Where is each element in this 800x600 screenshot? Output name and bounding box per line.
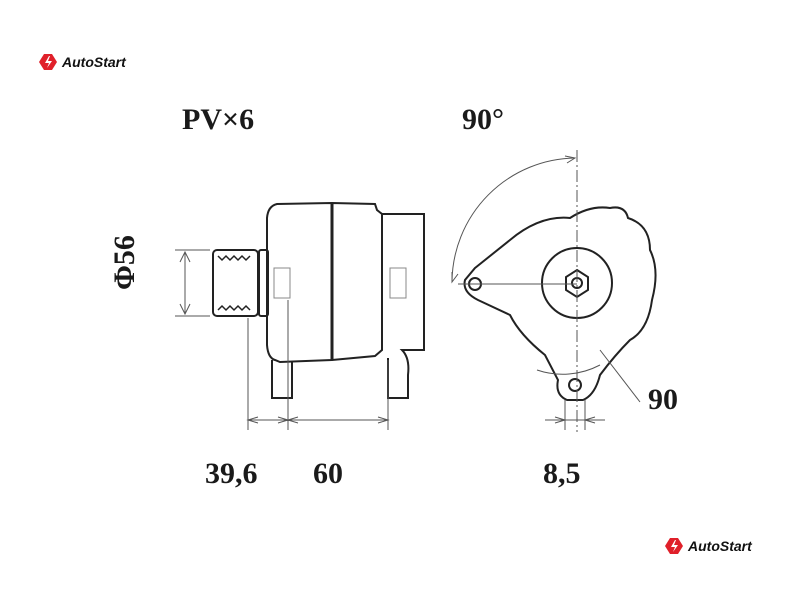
hole-dimension: 8,5 xyxy=(543,457,581,490)
gear-bolt-icon xyxy=(665,538,683,554)
front-view xyxy=(451,150,657,432)
dimension-lines xyxy=(175,249,390,430)
pulley-grooves xyxy=(217,254,251,312)
pulley xyxy=(212,249,259,317)
side-view xyxy=(175,201,425,430)
mount-hole-bottom xyxy=(568,378,582,392)
brand-name: AutoStart xyxy=(62,54,126,70)
belt-profile-label: PV×6 xyxy=(182,103,255,136)
housing-outline xyxy=(266,201,383,364)
left-foot xyxy=(271,360,293,399)
gear-bolt-icon xyxy=(39,54,57,70)
radius-dimension: 90 xyxy=(648,383,678,416)
mount-spacing-dimension: 60 xyxy=(313,457,343,490)
end-cap xyxy=(382,213,425,399)
bearing-hidden-lines xyxy=(273,267,407,299)
pulley-diameter-label: Φ56 xyxy=(108,235,141,290)
brand-logo-bottom: AutoStart xyxy=(664,537,752,555)
brand-name: AutoStart xyxy=(688,538,752,554)
pulley-offset-dimension: 39,6 xyxy=(205,457,258,490)
brand-logo-top: AutoStart xyxy=(38,53,126,71)
front-dimension-lines xyxy=(451,150,641,432)
housing-outline xyxy=(463,206,657,401)
mount-angle-label: 90° xyxy=(462,103,504,136)
